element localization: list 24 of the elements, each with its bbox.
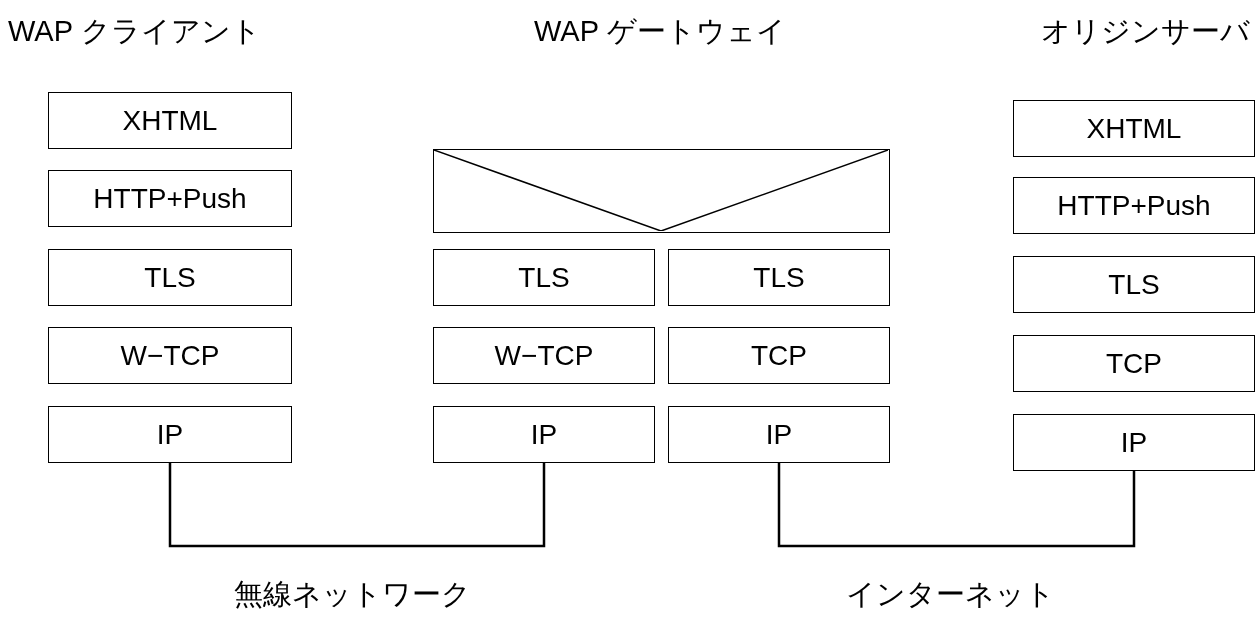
protocol-layer-box: TCP [1013, 335, 1255, 392]
protocol-layer-box: TLS [668, 249, 890, 306]
column-heading: WAP ゲートウェイ [534, 14, 786, 49]
connector-line [168, 463, 546, 548]
column-heading: WAP クライアント [8, 14, 261, 49]
protocol-layer-box: TLS [1013, 256, 1255, 313]
network-label: インターネット [845, 577, 1055, 612]
protocol-layer-box: IP [433, 406, 655, 463]
protocol-layer-box: TLS [48, 249, 292, 306]
connector-line [777, 463, 1136, 548]
protocol-layer-box: TCP [668, 327, 890, 384]
protocol-layer-box: IP [1013, 414, 1255, 471]
protocol-layer-box: IP [668, 406, 890, 463]
protocol-layer-box: XHTML [1013, 100, 1255, 157]
column-heading: オリジンサーバ [1041, 14, 1250, 49]
protocol-layer-box: TLS [433, 249, 655, 306]
protocol-layer-box: HTTP+Push [1013, 177, 1255, 234]
protocol-layer-box [433, 149, 890, 233]
protocol-layer-box: W−TCP [433, 327, 655, 384]
network-label: 無線ネットワーク [233, 577, 471, 612]
protocol-layer-box: IP [48, 406, 292, 463]
protocol-layer-box: XHTML [48, 92, 292, 149]
protocol-layer-box: W−TCP [48, 327, 292, 384]
protocol-layer-box: HTTP+Push [48, 170, 292, 227]
